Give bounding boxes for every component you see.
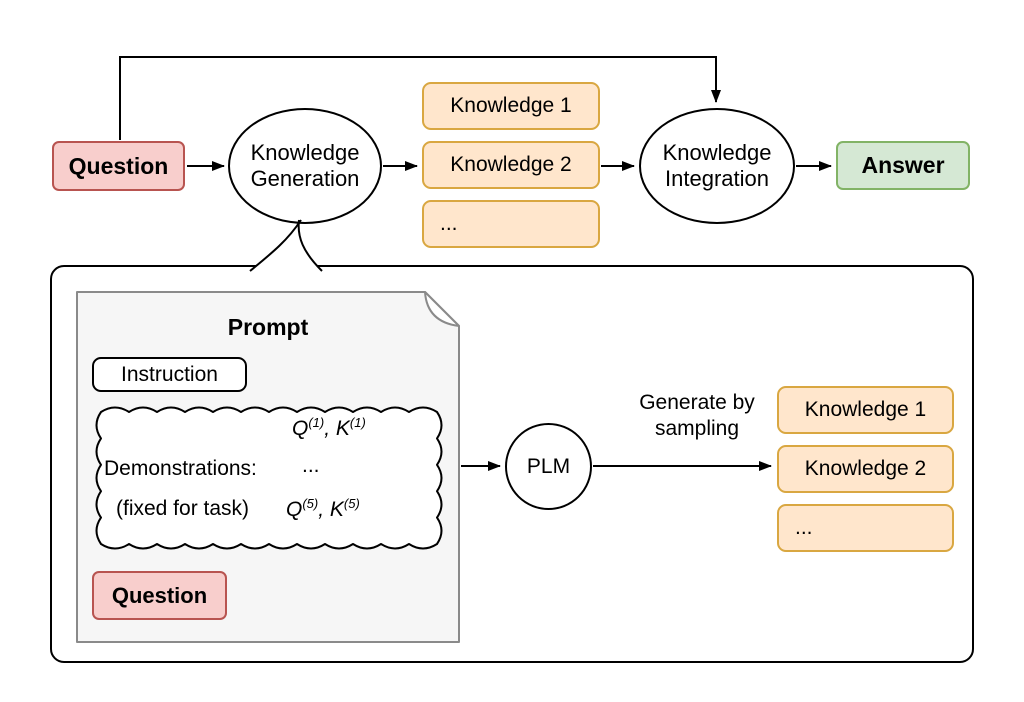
instruction-tag: Instruction: [92, 357, 247, 392]
demo-q-symbol: Q: [286, 498, 303, 521]
fixed-for-task-note: (fixed for task): [116, 497, 250, 520]
page-fold-icon: [424, 291, 460, 327]
demo-pair-first: Q(1), K(1): [292, 415, 366, 441]
knowledge-stack-top: Knowledge 1 Knowledge 2 ...: [422, 82, 600, 248]
knowledge-generation-node: Knowledge Generation: [228, 108, 382, 224]
arrow-question-bypass-to-integration: [119, 56, 721, 140]
demo-k-superscript: (5): [343, 496, 360, 511]
generate-by-sampling-label: Generate by sampling: [639, 391, 755, 441]
demonstrations-box: Q(1), K(1) Demonstrations: ... (fixed fo…: [88, 402, 450, 554]
demo-q-superscript: (5): [302, 496, 319, 511]
answer-label: Answer: [861, 152, 945, 178]
knowledge-generation-label: Knowledge Generation: [250, 140, 360, 191]
knowledge-item-label: Knowledge 1: [804, 398, 927, 421]
demo-ellipsis: ...: [302, 454, 320, 477]
knowledge-item-label: Knowledge 1: [450, 94, 572, 117]
knowledge-item-ellipsis: ...: [777, 504, 954, 552]
knowledge-integration-node: Knowledge Integration: [639, 108, 795, 224]
detail-question-label: Question: [111, 582, 208, 608]
callout-tail: [250, 220, 322, 271]
demo-pair-separator: ,: [324, 417, 336, 440]
knowledge-item-label: ...: [795, 516, 813, 539]
knowledge-item: Knowledge 2: [777, 445, 954, 493]
knowledge-item: Knowledge 1: [777, 386, 954, 434]
question-label: Question: [68, 152, 169, 179]
demonstrations-box-border: [95, 406, 443, 550]
knowledge-item-label: ...: [440, 212, 458, 235]
demonstrations-label: Demonstrations:: [104, 457, 257, 480]
plm-label: PLM: [526, 454, 571, 478]
demo-pair-separator: ,: [318, 498, 330, 521]
instruction-label: Instruction: [121, 362, 218, 386]
knowledge-item: Knowledge 2: [422, 141, 600, 189]
knowledge-stack-detail: Knowledge 1 Knowledge 2 ...: [777, 386, 954, 552]
knowledge-item-ellipsis: ...: [422, 200, 600, 248]
demo-q-superscript: (1): [308, 415, 325, 430]
demo-q-symbol: Q: [292, 417, 309, 440]
detail-question-node: Question: [92, 571, 227, 620]
knowledge-item-label: Knowledge 2: [804, 457, 927, 480]
demo-pair-last: Q(5), K(5): [286, 496, 360, 522]
demo-k-symbol: K: [335, 417, 350, 440]
demo-k-superscript: (1): [349, 415, 366, 430]
plm-node: PLM: [505, 423, 592, 510]
callout-tail-edge: [249, 219, 302, 272]
knowledge-item: Knowledge 1: [422, 82, 600, 130]
callout-tail-edge: [297, 219, 323, 272]
question-node: Question: [52, 141, 185, 191]
knowledge-item-label: Knowledge 2: [450, 153, 572, 176]
demo-k-symbol: K: [329, 498, 344, 521]
answer-node: Answer: [836, 141, 970, 190]
knowledge-integration-label: Knowledge Integration: [662, 140, 772, 191]
prompt-title: Prompt: [227, 314, 309, 340]
